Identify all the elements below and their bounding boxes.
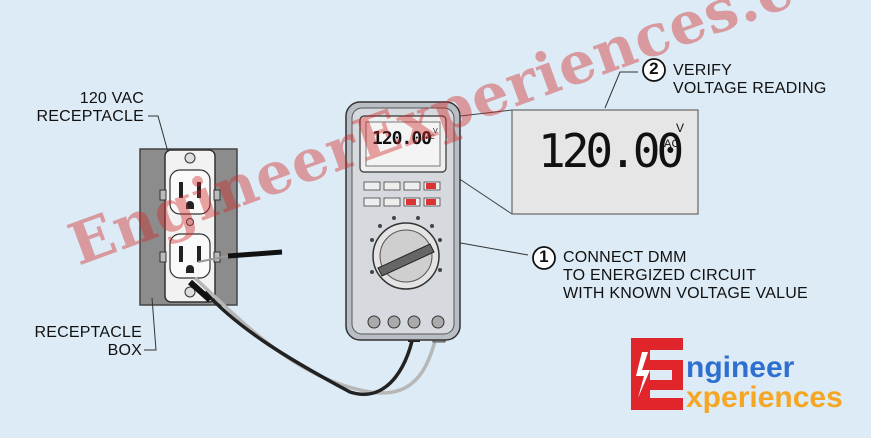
small-unit-ac: AC — [426, 135, 435, 141]
leader-step2 — [604, 71, 638, 109]
leader-step1 — [454, 241, 529, 256]
probe-black — [187, 279, 213, 303]
logo-e-mark — [631, 338, 683, 410]
test-lead-black — [203, 290, 416, 396]
meter-small-unit-v: V — [433, 128, 438, 135]
big-unit-ac: AC — [664, 138, 680, 150]
leader-box — [144, 297, 157, 351]
step1-badge — [532, 246, 556, 270]
logo-line2: xperiences — [686, 381, 843, 414]
label-120vac-receptacle: 120 VAC RECEPTACLE — [36, 90, 144, 125]
upper-outlet — [169, 169, 211, 215]
step1-text: CONNECT DMM TO ENERGIZED CIRCUIT WITH KN… — [563, 249, 808, 302]
step1-number: 1 — [539, 247, 549, 266]
meter-small-unit: AC — [426, 135, 435, 141]
small-value: 120.00 — [372, 128, 432, 149]
leader-120vac — [148, 115, 169, 153]
test-lead-gray — [193, 276, 440, 395]
receptacle — [159, 149, 221, 303]
big-unit-v: V — [676, 121, 685, 135]
small-unit-v: V — [433, 128, 438, 135]
step2-number: 2 — [649, 59, 659, 78]
big-value: 120.00 — [538, 124, 684, 178]
logo-line1: ngineer — [686, 351, 795, 384]
lower-outlet — [169, 233, 211, 279]
label-receptacle-box: RECEPTACLE BOX — [34, 324, 142, 359]
step2-text: VERIFY VOLTAGE READING — [673, 62, 827, 97]
meter-small-reading: 120.00 — [372, 128, 432, 149]
multimeter — [345, 101, 461, 341]
step2-badge — [642, 58, 666, 82]
big-reading: 120.00 — [538, 124, 684, 178]
big-display-panel — [511, 109, 699, 215]
probe-gray — [197, 249, 283, 263]
